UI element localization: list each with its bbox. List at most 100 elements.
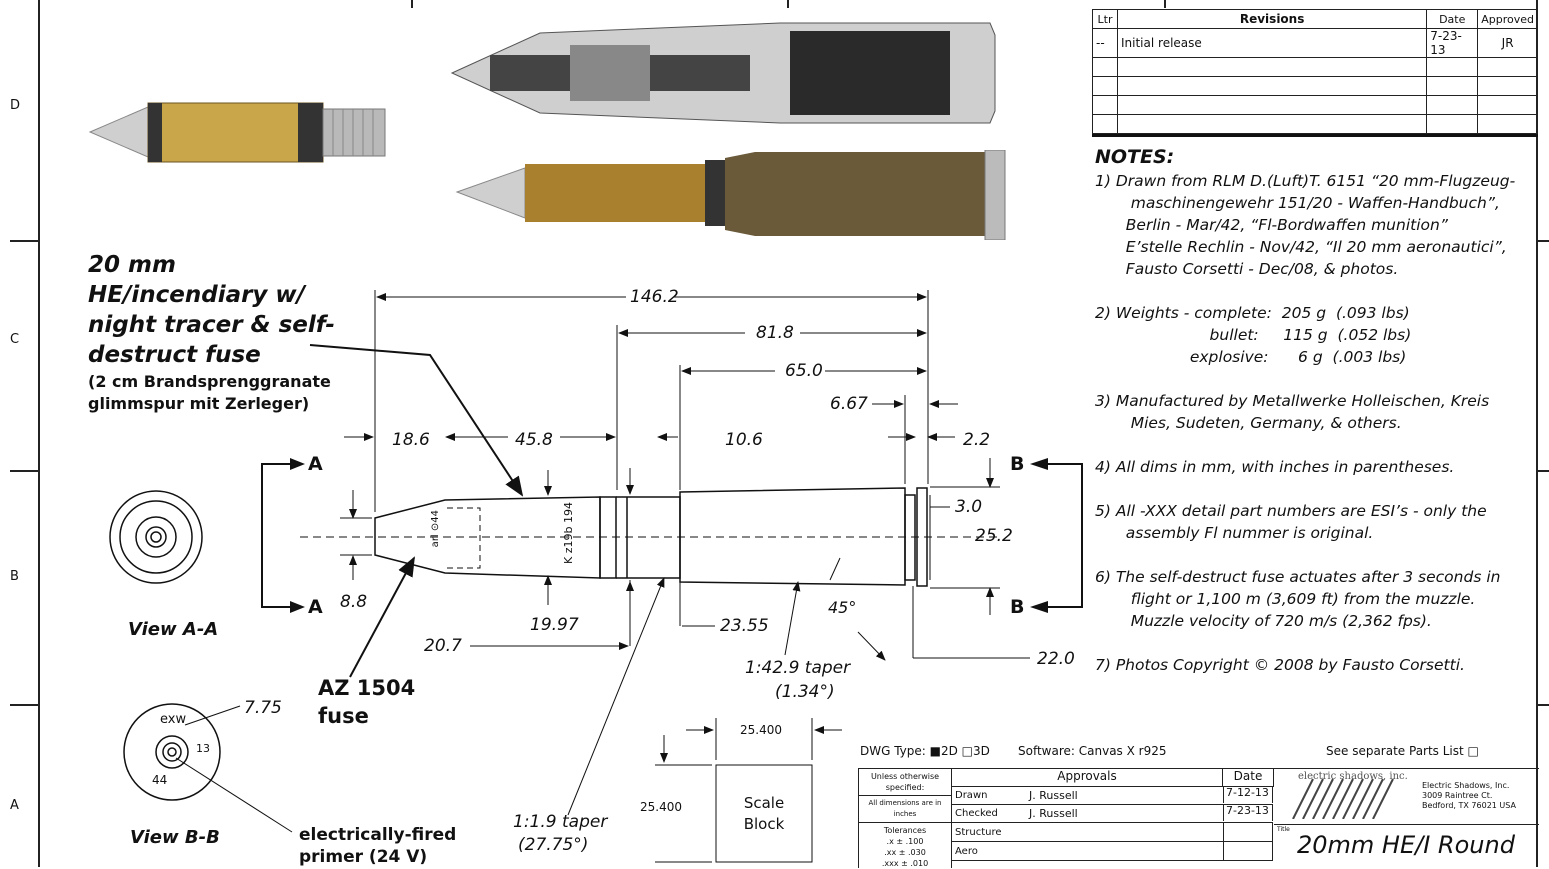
section-a-label: A bbox=[308, 596, 323, 618]
dim-rim-width: 6.67 bbox=[830, 394, 868, 414]
approval-name: J. Russell bbox=[1029, 807, 1078, 820]
rev-col-header: Approved bbox=[1477, 9, 1538, 29]
drawing-heading: 20 mm HE/incendiary w/ night tracer & se… bbox=[88, 250, 335, 370]
address-line: 3009 Raintree Ct. bbox=[1422, 791, 1493, 800]
dim-primer-diameter: 7.75 bbox=[244, 698, 282, 718]
note-item: 1) Drawn from RLM D.(Luft)T. 6151 “20 mm… bbox=[1095, 172, 1516, 278]
approval-role: Checked bbox=[955, 808, 998, 819]
rev-letter: -- bbox=[1092, 28, 1118, 58]
company-block: electric shadows, inc. Electric Shadows,… bbox=[1274, 769, 1539, 825]
dim-body-length: 65.0 bbox=[785, 361, 823, 381]
approvals-rows: Drawn J. Russell 7-12-13 Checked J. Russ… bbox=[952, 786, 1273, 861]
primer-label: electrically-fired primer (24 V) bbox=[299, 824, 456, 868]
approval-role: Aero bbox=[955, 846, 978, 857]
dim-base-diameter: 25.2 bbox=[975, 526, 1013, 546]
rev-date: 7-23-13 bbox=[1426, 28, 1479, 58]
zone-label-a: A bbox=[10, 798, 19, 813]
drawing-title: 20mm HE/I Round bbox=[1297, 831, 1515, 859]
drawing-frame bbox=[38, 0, 1538, 867]
frame-tick bbox=[10, 704, 38, 706]
table-row bbox=[1092, 95, 1538, 115]
dim-angle: 45° bbox=[828, 598, 857, 617]
subtitle-line: (2 cm Brandsprenggranate bbox=[88, 372, 331, 391]
view-bb-label: View B-B bbox=[130, 827, 220, 848]
approval-date: 7-12-13 bbox=[1223, 786, 1273, 803]
view-aa-graphic bbox=[109, 490, 203, 584]
heading-line: 20 mm bbox=[88, 252, 176, 278]
table-row bbox=[1092, 114, 1538, 134]
heading-line: HE/incendiary w/ bbox=[88, 282, 306, 308]
company-logo-text: electric shadows, inc. bbox=[1298, 771, 1408, 782]
table-row bbox=[1092, 76, 1538, 96]
cutaway-photo bbox=[450, 15, 1010, 130]
note-item: 5) All -XXX detail part numbers are ESI’… bbox=[1095, 502, 1487, 542]
scale-block-label: Scale Block bbox=[716, 793, 812, 835]
address-line: Bedford, TX 76021 USA bbox=[1422, 801, 1516, 810]
notes-title: NOTES: bbox=[1095, 146, 1175, 168]
divider bbox=[1092, 134, 1538, 137]
tolerances-label: Tolerances bbox=[883, 826, 927, 835]
company-name: Electric Shadows, Inc. bbox=[1422, 781, 1510, 790]
tolerance-value: .x ± .100 bbox=[886, 837, 924, 846]
tolerance-box: Unless otherwise specified: All dimensio… bbox=[859, 769, 952, 868]
dim-case-length: 81.8 bbox=[756, 323, 794, 343]
unless-note: Unless otherwise specified: bbox=[859, 769, 951, 796]
dim-rim-depth: 3.0 bbox=[955, 497, 983, 517]
case-stamp: K z19b 194 bbox=[562, 502, 575, 564]
note-item: 6) The self-destruct fuse actuates after… bbox=[1095, 568, 1501, 630]
rev-description: Initial release bbox=[1116, 28, 1428, 58]
fuse-label: AZ 1504 fuse bbox=[318, 674, 415, 730]
heading-subtitle: (2 cm Brandsprenggranate glimmspur mit Z… bbox=[88, 371, 331, 415]
frame-tick bbox=[1538, 240, 1549, 242]
cartridge-photo bbox=[455, 149, 1010, 241]
rev-approved: JR bbox=[1477, 28, 1538, 58]
dim-head-diameter: 22.0 bbox=[1037, 649, 1075, 669]
rev-col-header: Ltr bbox=[1092, 9, 1118, 29]
section-b-label: B bbox=[1010, 596, 1025, 618]
approval-date: 7-23-13 bbox=[1223, 804, 1273, 821]
frame-tick bbox=[1164, 0, 1166, 8]
tolerance-value: .xx ± .030 bbox=[884, 848, 926, 857]
dim-overall-length: 146.2 bbox=[630, 287, 679, 307]
dim-bullet-diameter: 19.97 bbox=[530, 615, 579, 635]
section-a-label: A bbox=[308, 453, 323, 475]
company-address: Electric Shadows, Inc. 3009 Raintree Ct.… bbox=[1422, 781, 1516, 811]
dim-case-offset: 20.7 bbox=[424, 636, 462, 656]
fuse-stamp: arl ⊙44 bbox=[430, 510, 441, 548]
section-b-label: B bbox=[1010, 453, 1025, 475]
table-row bbox=[1092, 57, 1538, 77]
fuse-label-line: AZ 1504 bbox=[318, 676, 416, 700]
scale-block-width: 25.400 bbox=[740, 723, 782, 737]
dwg-type: DWG Type: ■2D □3D bbox=[860, 744, 990, 758]
headstamp-text: exw bbox=[160, 712, 187, 727]
dim-tip: 8.8 bbox=[340, 592, 368, 612]
taper-note: 1:42.9 taper bbox=[745, 658, 851, 678]
notes-section: NOTES: 1) Drawn from RLM D.(Luft)T. 6151… bbox=[1095, 146, 1540, 698]
note-item: 4) All dims in mm, with inches in parent… bbox=[1095, 458, 1455, 476]
scale-block-line: Block bbox=[743, 815, 785, 833]
frame-tick bbox=[1538, 704, 1549, 706]
primer-label-line: primer (24 V) bbox=[299, 847, 428, 867]
title-field-label: Title bbox=[1277, 826, 1290, 833]
rev-col-header: Revisions bbox=[1116, 9, 1428, 29]
primer-label-line: electrically-fired bbox=[299, 825, 457, 845]
dim-neck: 23.55 bbox=[720, 616, 769, 636]
zone-label-b: B bbox=[10, 569, 19, 584]
software: Software: Canvas X r925 bbox=[1018, 744, 1167, 758]
view-bb-graphic bbox=[123, 703, 293, 833]
frame-tick bbox=[10, 470, 38, 472]
approval-name: J. Russell bbox=[1029, 789, 1078, 802]
zone-label-d: D bbox=[10, 98, 21, 113]
headstamp-text: 44 bbox=[152, 773, 168, 787]
revisions-table: Ltr Revisions Date Approved -- Initial r… bbox=[1092, 9, 1538, 134]
approval-role: Structure bbox=[955, 827, 1002, 838]
frame-tick bbox=[1538, 470, 1549, 472]
tolerance-value: .xxx ± .010 bbox=[881, 859, 929, 868]
approval-date bbox=[1223, 822, 1273, 841]
cartridge-drawing bbox=[109, 290, 1083, 863]
view-aa-label: View A-A bbox=[128, 619, 219, 640]
frame-tick bbox=[10, 240, 38, 242]
scale-block-height: 25.400 bbox=[640, 800, 682, 814]
note-item: 3) Manufactured by Metallwerke Holleisch… bbox=[1095, 392, 1490, 432]
table-row: -- Initial release 7-23-13 JR bbox=[1092, 28, 1538, 58]
